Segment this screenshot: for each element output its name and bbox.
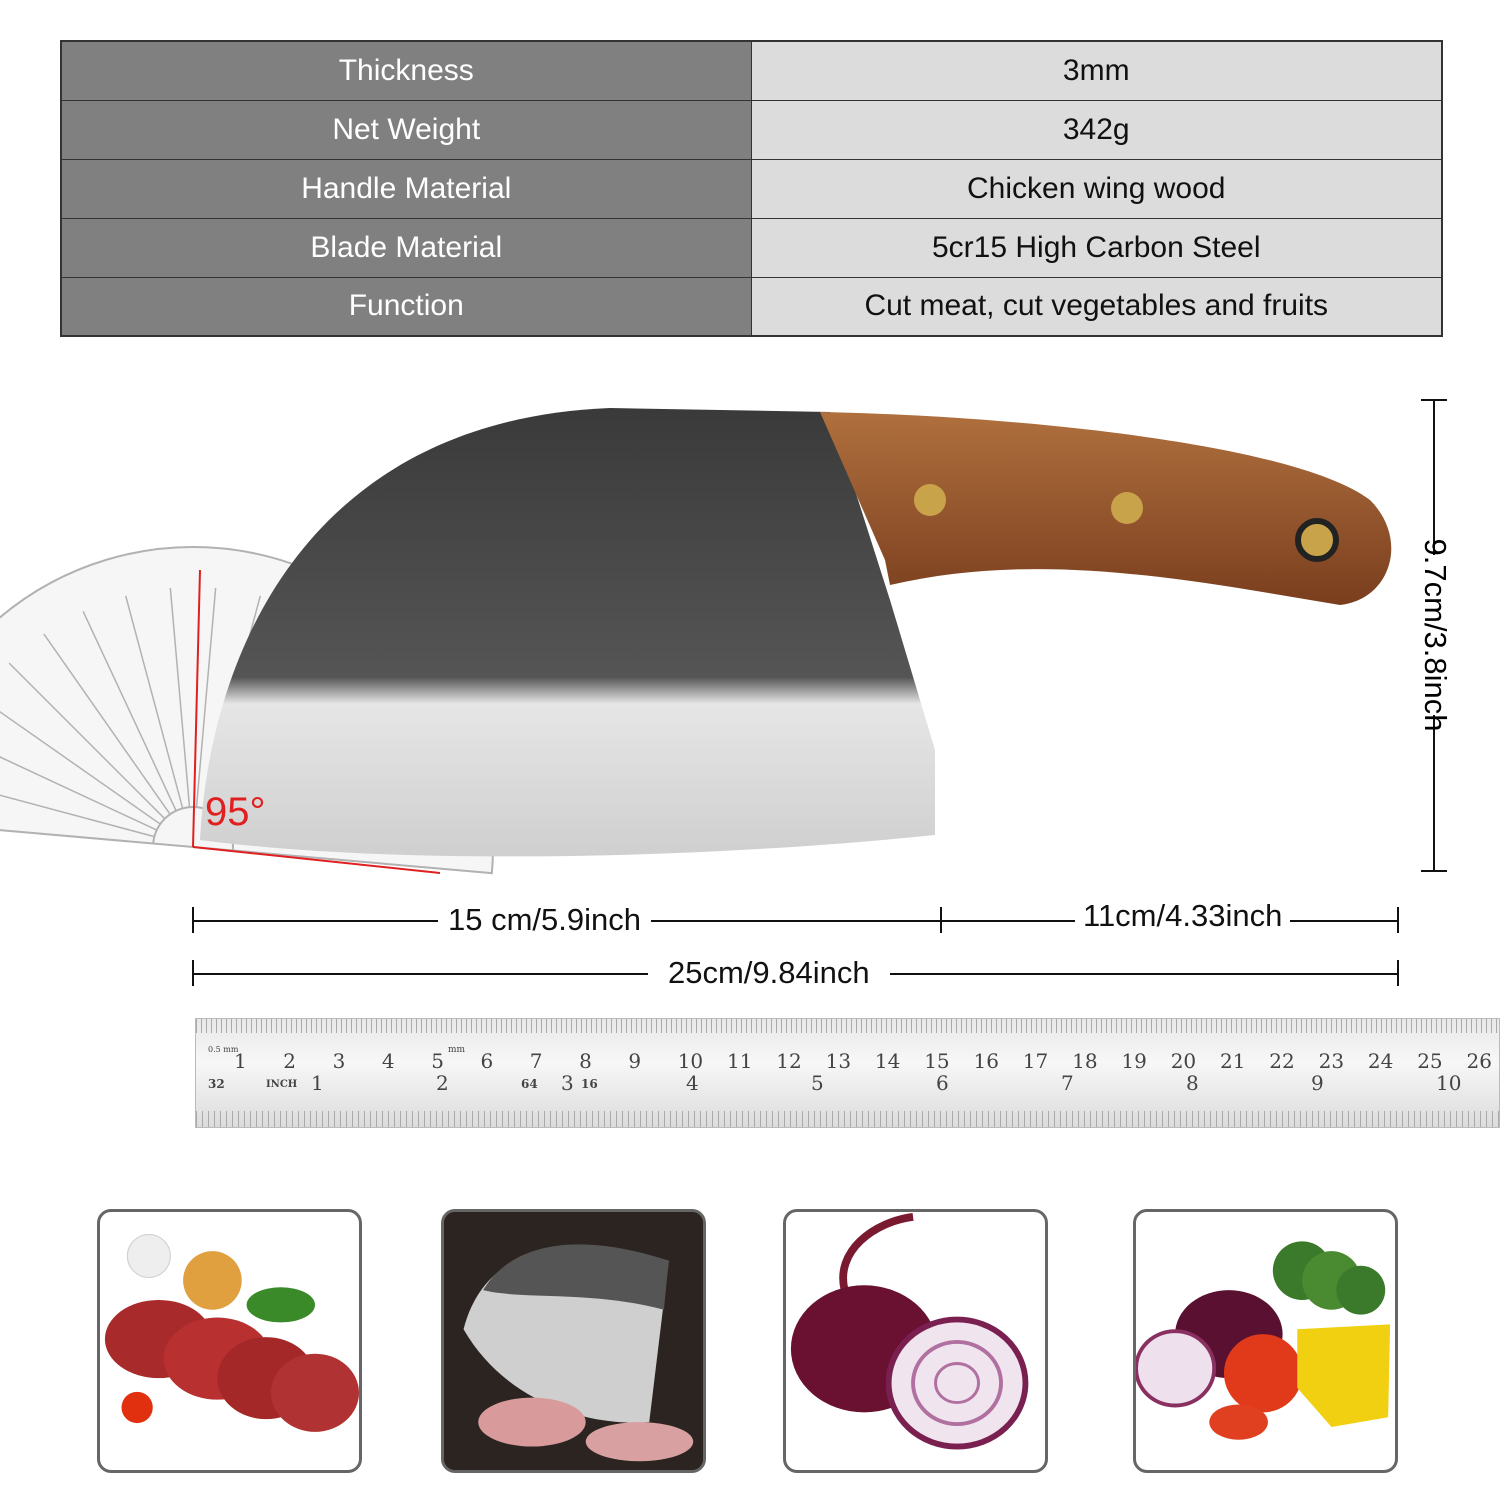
ruler-cm-label: 13: [825, 1049, 852, 1073]
protractor-line: [8, 662, 166, 820]
total-length-label: 25cm/9.84inch: [648, 955, 890, 991]
ruler-cm-label: 8: [579, 1049, 592, 1073]
ruler-cm-label: 19: [1121, 1049, 1147, 1073]
ruler-cm-label: 4: [381, 1049, 395, 1073]
protractor-line: [124, 595, 184, 809]
ruler-cm-label: 9: [628, 1049, 642, 1073]
angle-line-vertical: [192, 569, 201, 848]
ruler-cm-label: 14: [874, 1049, 901, 1073]
ruler-inch-label: 7: [1061, 1071, 1074, 1095]
ruler-cm-label: 2: [283, 1049, 297, 1073]
ruler-cm-label: 17: [1022, 1049, 1049, 1073]
ruler-cm-label: 22: [1269, 1049, 1295, 1073]
gallery-image-mixed-vegetables[interactable]: [1133, 1209, 1398, 1473]
ruler-inch-label: 2: [436, 1071, 449, 1095]
ruler-cm-label: 3: [332, 1049, 346, 1073]
knife-handle: [820, 412, 1392, 605]
lanyard-hole-icon: [1295, 518, 1339, 562]
knife-image: [200, 408, 1392, 857]
spec-value: Cut meat, cut vegetables and fruits: [750, 276, 1443, 337]
ruler-inch-label: 8: [1186, 1071, 1199, 1095]
ruler-cm-label: 5: [431, 1049, 444, 1073]
ruler-cm-label: 10: [677, 1049, 704, 1073]
spec-value: Chicken wing wood: [750, 158, 1443, 219]
ruler-inch-label: 5: [811, 1071, 824, 1095]
ruler-inch-label: 1: [311, 1071, 324, 1095]
gallery-image-red-onions[interactable]: [783, 1209, 1048, 1473]
ruler-inch-label: 3: [561, 1071, 574, 1095]
gallery-image-meat-vegetables[interactable]: [97, 1209, 362, 1473]
gallery-image-knife-cutting[interactable]: [441, 1209, 706, 1473]
spec-value: 342g: [750, 99, 1443, 160]
protractor-line: [0, 697, 161, 825]
spec-label: Blade Material: [60, 217, 752, 278]
ruler-cm-label: 16: [973, 1049, 999, 1073]
ruler-cm-label: 15: [924, 1049, 950, 1073]
ruler-cm-label: 24: [1367, 1049, 1394, 1073]
protractor-line: [232, 849, 453, 871]
ruler-cm-label: 20: [1170, 1049, 1197, 1073]
protractor-line: [0, 778, 155, 838]
ruler-inch-label: 6: [936, 1071, 949, 1095]
blade-length-label: 15 cm/5.9inch: [438, 902, 651, 938]
ruler-cm-label: 11: [727, 1049, 753, 1073]
rivet-icon: [1111, 492, 1143, 524]
knife-blade: [200, 408, 935, 857]
ruler-cm-label: 26: [1466, 1049, 1492, 1073]
angle-line-base: [192, 846, 441, 874]
protractor-line: [0, 823, 154, 845]
spec-label: Handle Material: [60, 158, 752, 219]
handle-length-label: 11cm/4.33inch: [1075, 898, 1291, 934]
height-label: 9.7cm/3.8inch: [1405, 539, 1465, 732]
protractor-line: [43, 633, 171, 815]
ruler-cm-label: 21: [1220, 1049, 1246, 1073]
spec-value: 3mm: [750, 40, 1443, 101]
protractor-line: [195, 587, 217, 808]
spec-label: Function: [60, 276, 752, 337]
ruler-inch-label: 4: [686, 1071, 699, 1095]
ruler-cm-label: 7: [529, 1049, 543, 1073]
spec-label: Net Weight: [60, 99, 752, 160]
spec-label: Thickness: [60, 40, 752, 101]
ruler-cm-label: 18: [1072, 1049, 1098, 1073]
ruler-cm-label: 6: [480, 1049, 494, 1073]
protractor-line: [82, 611, 177, 812]
protractor-line: [169, 587, 191, 808]
protractor-line: [0, 736, 158, 831]
ruler-inch-label: 9: [1311, 1071, 1324, 1095]
ruler-cm-label: 25: [1417, 1049, 1443, 1073]
angle-label: 95°: [205, 790, 266, 834]
spec-value: 5cr15 High Carbon Steel: [750, 217, 1443, 278]
ruler-cm-label: 12: [776, 1049, 802, 1073]
ruler-cm-label: 1: [234, 1049, 247, 1073]
ruler-inch-label: 10: [1436, 1071, 1462, 1095]
ruler-cm-label: 23: [1318, 1049, 1345, 1073]
rivet-icon: [914, 484, 946, 516]
